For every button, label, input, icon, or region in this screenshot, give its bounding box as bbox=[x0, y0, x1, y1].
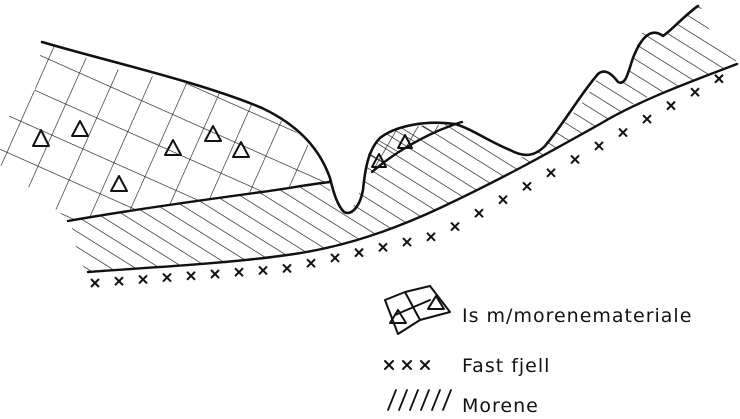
legend-bedrock-label: Fast fjell bbox=[462, 355, 550, 377]
bedrock-cross bbox=[379, 243, 387, 251]
bedrock-cross bbox=[235, 268, 243, 276]
bedrock-cross bbox=[91, 279, 99, 287]
bedrock-cross bbox=[715, 75, 723, 83]
bedrock-cross bbox=[163, 274, 171, 282]
bedrock-cross bbox=[283, 264, 291, 272]
bedrock-cross bbox=[667, 102, 675, 110]
legend-moraine-symbol bbox=[388, 390, 451, 410]
bedrock-cross bbox=[187, 272, 195, 280]
bedrock-cross bbox=[571, 155, 579, 163]
bedrock-cross bbox=[619, 129, 627, 137]
bedrock-cross bbox=[643, 115, 651, 123]
bedrock-cross bbox=[451, 223, 459, 231]
bedrock-cross bbox=[691, 88, 699, 96]
bedrock-cross bbox=[211, 270, 219, 278]
bedrock-cross bbox=[139, 275, 147, 283]
bedrock-cross bbox=[523, 182, 531, 190]
bedrock-cross bbox=[499, 196, 507, 204]
bedrock-cross bbox=[547, 169, 555, 177]
bedrock-cross bbox=[307, 259, 315, 267]
bedrock-cross bbox=[595, 142, 603, 150]
legend: Is m/morenemateriale Fast fjell Morene bbox=[385, 286, 692, 417]
bedrock-cross bbox=[259, 266, 267, 274]
bedrock-cross bbox=[475, 209, 483, 217]
legend-ice-symbol bbox=[385, 286, 450, 334]
bedrock-cross bbox=[427, 233, 435, 241]
bedrock-cross bbox=[331, 254, 339, 262]
bedrock-cross bbox=[115, 277, 123, 285]
legend-moraine-label: Morene bbox=[462, 395, 539, 417]
legend-ice-label: Is m/morenemateriale bbox=[462, 305, 692, 327]
bedrock-cross bbox=[355, 249, 363, 257]
legend-bedrock-symbol bbox=[385, 361, 429, 369]
bedrock-cross bbox=[403, 238, 411, 246]
